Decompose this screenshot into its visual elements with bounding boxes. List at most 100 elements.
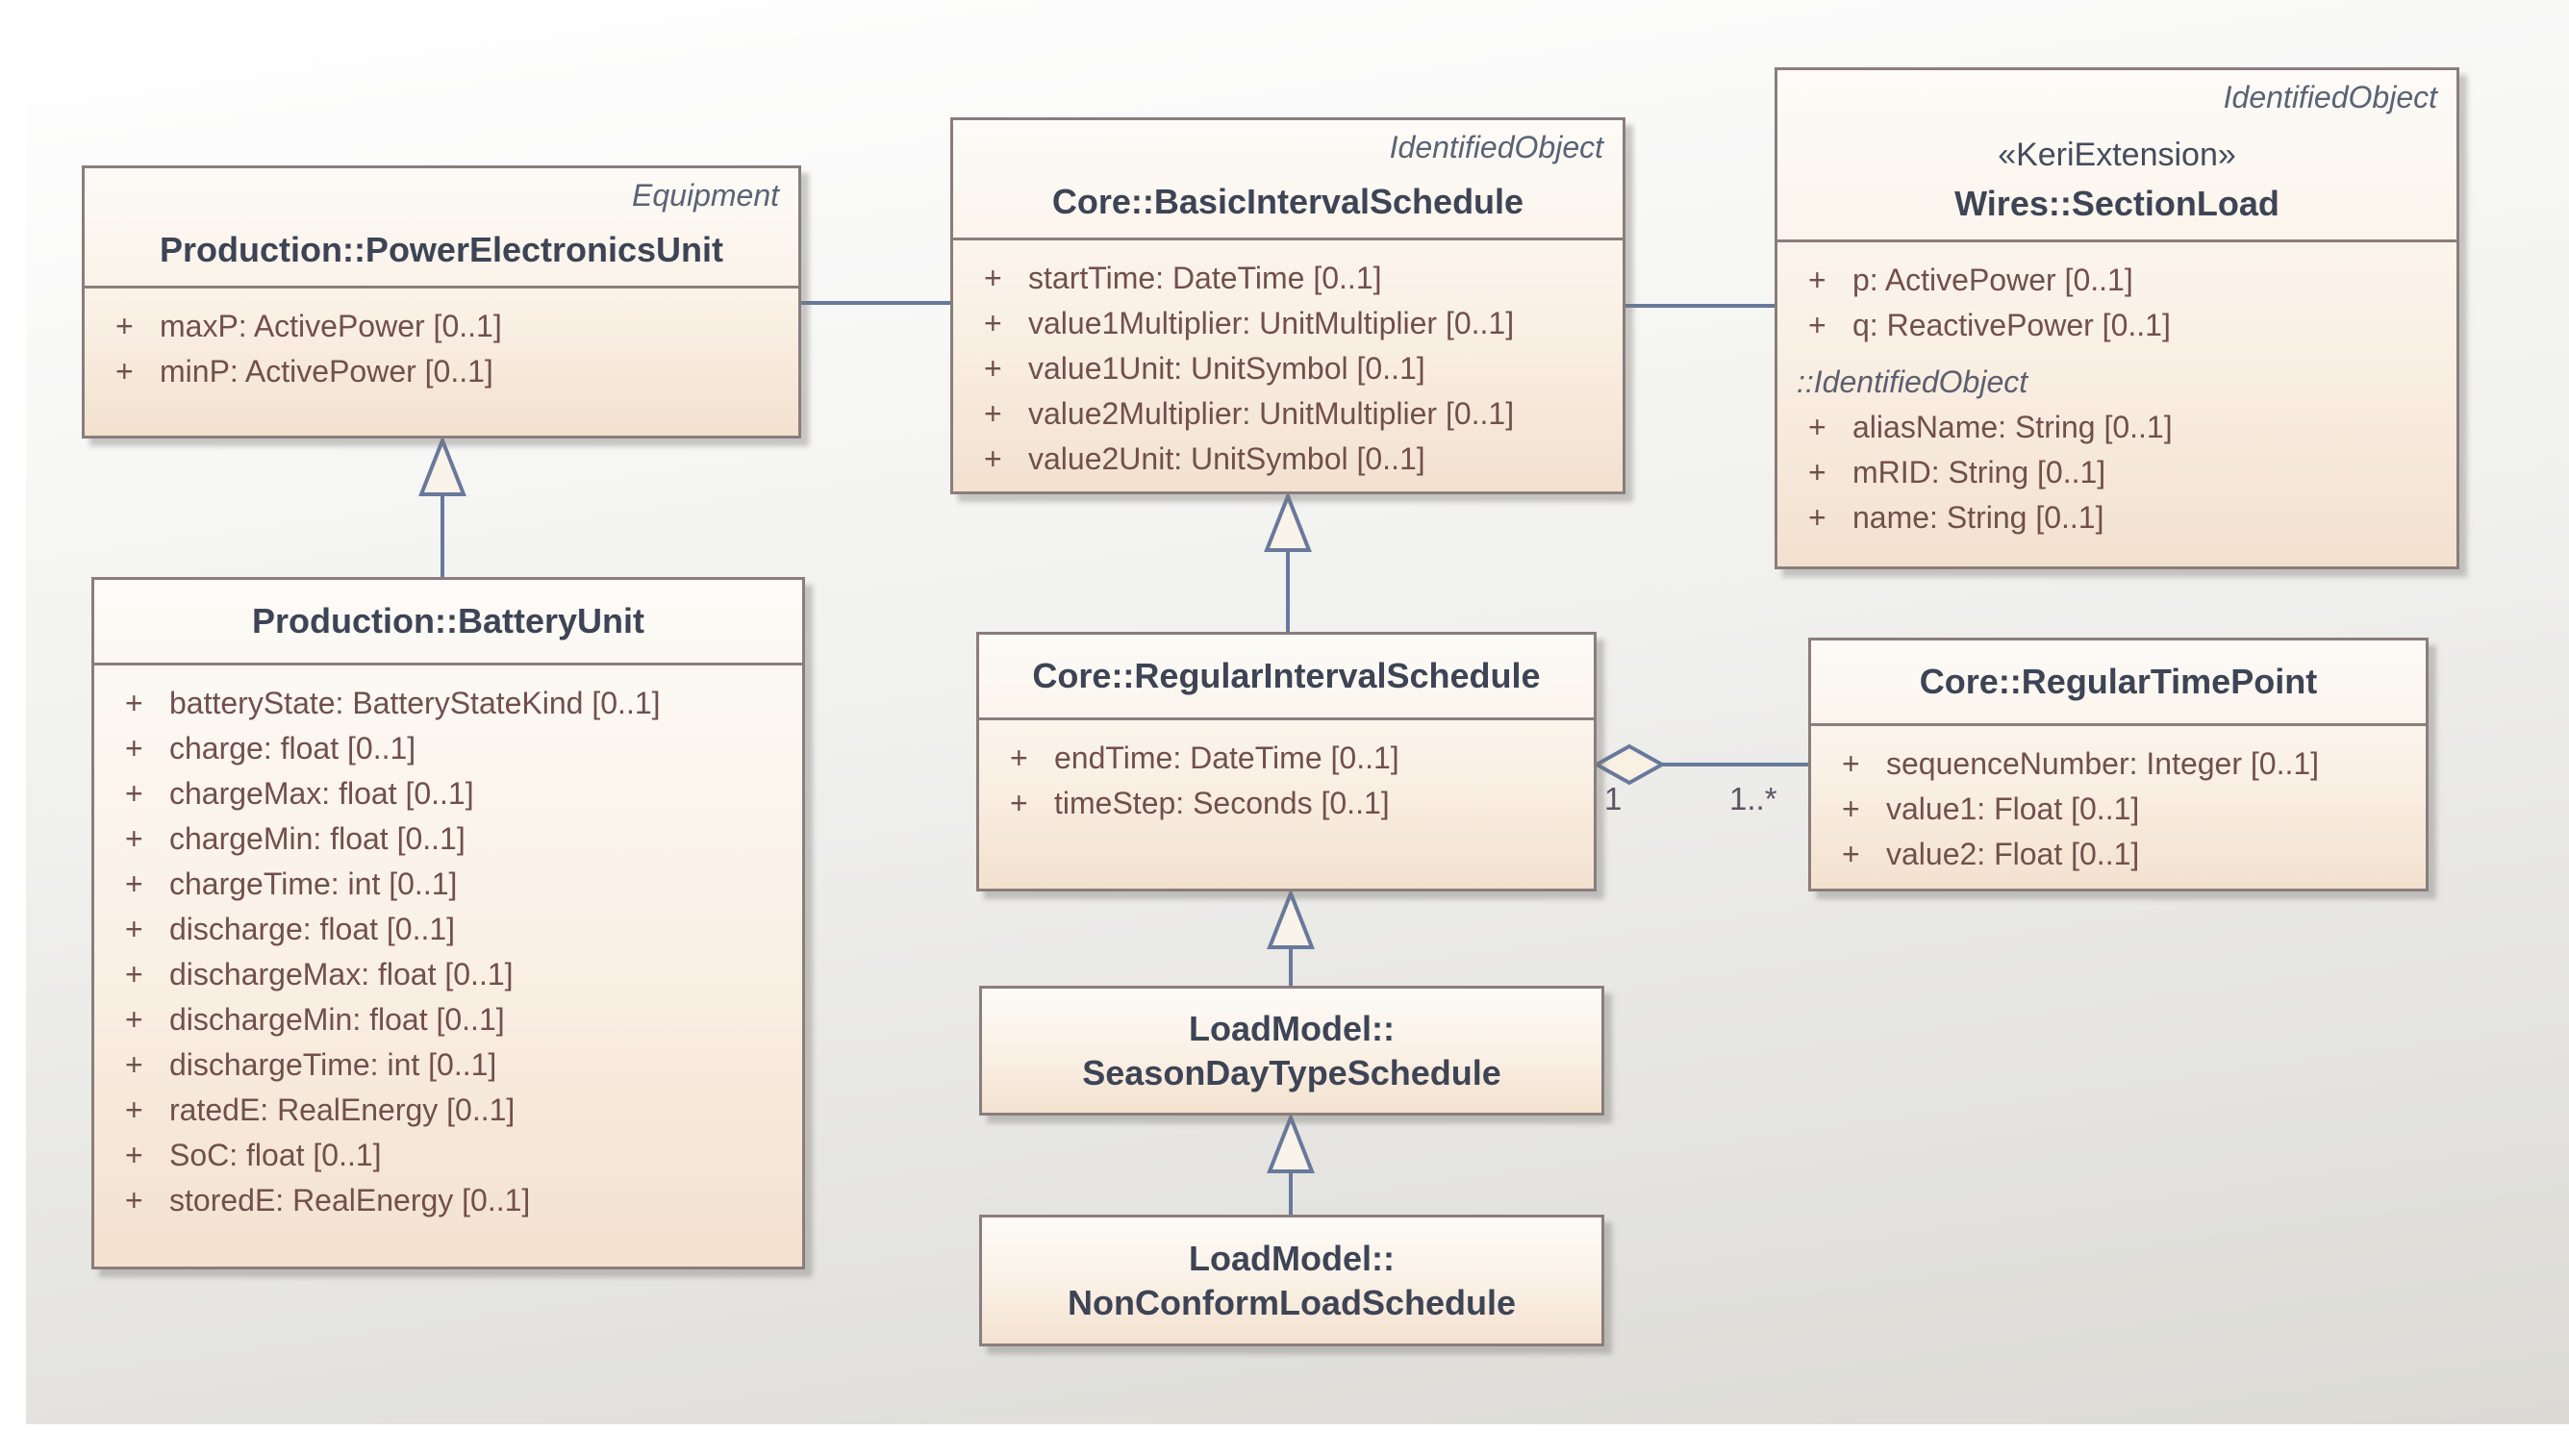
parent-class-label: IdentifiedObject	[2223, 80, 2437, 114]
attribute-text: maxP: ActivePower [0..1]	[160, 309, 502, 343]
class-box-power-electronics-unit[interactable]: Equipment Production::PowerElectronicsUn…	[82, 165, 801, 439]
attribute-text: storedE: RealEnergy [0..1]	[169, 1183, 531, 1218]
attribute-row: + value2Unit: UnitSymbol [0..1]	[970, 437, 1599, 482]
class-title: Wires::SectionLoad	[1954, 184, 2279, 223]
visibility-plus: +	[1808, 410, 1826, 444]
attribute-text: mRID: String [0..1]	[1852, 455, 2106, 490]
attribute-text: minP: ActivePower [0..1]	[160, 354, 493, 389]
inherited-attributes-label: ::IdentifiedObject	[1797, 364, 2028, 399]
visibility-plus: +	[1010, 741, 1028, 775]
visibility-plus: +	[1842, 791, 1860, 826]
attributes-compartment: + batteryState: BatteryStateKind [0..1] …	[94, 665, 802, 1267]
class-title-line1: LoadModel::	[1189, 1008, 1395, 1048]
attribute-row: + SoC: float [0..1]	[112, 1133, 779, 1178]
class-header: IdentifiedObject Core::BasicIntervalSche…	[953, 120, 1623, 238]
attribute-text: name: String [0..1]	[1852, 500, 2104, 535]
class-title: Production::PowerElectronicsUnit	[159, 230, 724, 269]
attribute-row: + storedE: RealEnergy [0..1]	[112, 1178, 779, 1223]
attribute-row: + dischargeMin: float [0..1]	[112, 997, 779, 1042]
attribute-text: sequenceNumber: Integer [0..1]	[1886, 746, 2320, 781]
class-box-non-conform-load-schedule[interactable]: LoadModel:: NonConformLoadSchedule	[979, 1215, 1604, 1346]
attribute-text: value2Unit: UnitSymbol [0..1]	[1028, 441, 1425, 476]
visibility-plus: +	[125, 912, 143, 946]
class-title: Production::BatteryUnit	[252, 601, 644, 640]
visibility-plus: +	[984, 306, 1002, 340]
attribute-text: aliasName: String [0..1]	[1852, 410, 2173, 444]
attribute-row: + name: String [0..1]	[1795, 495, 2433, 540]
attribute-text: SoC: float [0..1]	[169, 1138, 382, 1172]
class-header: Equipment Production::PowerElectronicsUn…	[85, 168, 798, 286]
attribute-row: + chargeMax: float [0..1]	[112, 771, 779, 816]
class-header: IdentifiedObject «KeriExtension» Wires::…	[1777, 70, 2456, 239]
class-header: LoadModel:: SeasonDayTypeSchedule	[982, 1007, 1601, 1095]
attribute-row: + q: ReactivePower [0..1]	[1795, 303, 2433, 348]
attribute-row: + endTime: DateTime [0..1]	[996, 736, 1571, 781]
visibility-plus: +	[1010, 786, 1028, 820]
class-box-regular-interval-schedule[interactable]: Core::RegularIntervalSchedule + endTime:…	[976, 632, 1597, 891]
attribute-text: discharge: float [0..1]	[169, 912, 456, 946]
visibility-plus: +	[125, 731, 143, 766]
visibility-plus: +	[125, 957, 143, 992]
compartment-separator	[1777, 239, 2456, 242]
multiplicity-label-target: 1..*	[1729, 781, 1777, 816]
attribute-text: batteryState: BatteryStateKind [0..1]	[169, 686, 661, 720]
parent-class-label: IdentifiedObject	[1389, 130, 1603, 164]
attribute-row: + value2: Float [0..1]	[1828, 832, 2403, 877]
class-box-regular-time-point[interactable]: Core::RegularTimePoint + sequenceNumber:…	[1808, 638, 2429, 891]
class-title-line2: SeasonDayTypeSchedule	[1082, 1052, 1501, 1092]
attribute-row: + batteryState: BatteryStateKind [0..1]	[112, 681, 779, 726]
attribute-text: p: ActivePower [0..1]	[1852, 263, 2133, 297]
attribute-text: charge: float [0..1]	[169, 731, 416, 766]
attribute-text: dischargeMax: float [0..1]	[169, 957, 514, 992]
visibility-plus: +	[125, 1047, 143, 1082]
compartment-separator	[979, 717, 1594, 720]
class-title: Core::BasicIntervalSchedule	[1051, 182, 1524, 221]
visibility-plus: +	[984, 441, 1002, 476]
attribute-row: + chargeMin: float [0..1]	[112, 816, 779, 862]
attribute-text: value2Multiplier: UnitMultiplier [0..1]	[1028, 396, 1515, 431]
attribute-row: + ratedE: RealEnergy [0..1]	[112, 1088, 779, 1133]
attribute-text: ratedE: RealEnergy [0..1]	[169, 1092, 516, 1127]
attribute-row: + value2Multiplier: UnitMultiplier [0..1…	[970, 391, 1599, 437]
attributes-compartment: + startTime: DateTime [0..1] + value1Mul…	[953, 240, 1623, 491]
attribute-text: q: ReactivePower [0..1]	[1852, 308, 2171, 342]
compartment-separator	[94, 663, 802, 665]
attribute-row: + startTime: DateTime [0..1]	[970, 256, 1599, 301]
visibility-plus: +	[984, 396, 1002, 431]
visibility-plus: +	[1842, 837, 1860, 871]
attribute-text: chargeTime: int [0..1]	[169, 866, 458, 901]
visibility-plus: +	[125, 1183, 143, 1218]
class-title-line1: LoadModel::	[1189, 1238, 1395, 1278]
class-box-basic-interval-schedule[interactable]: IdentifiedObject Core::BasicIntervalSche…	[950, 117, 1625, 494]
attribute-row: + value1Unit: UnitSymbol [0..1]	[970, 346, 1599, 391]
attribute-row: + charge: float [0..1]	[112, 726, 779, 771]
attribute-row: + timeStep: Seconds [0..1]	[996, 781, 1571, 826]
compartment-separator	[953, 238, 1623, 240]
attribute-text: value2: Float [0..1]	[1886, 837, 2140, 871]
attribute-text: dischargeMin: float [0..1]	[169, 1002, 505, 1037]
attribute-row: + discharge: float [0..1]	[112, 907, 779, 952]
attributes-compartment: + p: ActivePower [0..1] + q: ReactivePow…	[1777, 242, 2456, 566]
attribute-row: + value1: Float [0..1]	[1828, 787, 2403, 832]
visibility-plus: +	[115, 354, 134, 389]
visibility-plus: +	[125, 1002, 143, 1037]
class-box-section-load[interactable]: IdentifiedObject «KeriExtension» Wires::…	[1775, 67, 2459, 569]
visibility-plus: +	[125, 1138, 143, 1172]
attribute-row: + dischargeMax: float [0..1]	[112, 952, 779, 997]
visibility-plus: +	[1808, 500, 1826, 535]
attribute-row: + dischargeTime: int [0..1]	[112, 1042, 779, 1088]
attribute-row: + aliasName: String [0..1]	[1795, 405, 2433, 450]
visibility-plus: +	[1808, 263, 1826, 297]
class-box-battery-unit[interactable]: Production::BatteryUnit + batteryState: …	[91, 577, 805, 1269]
attributes-compartment: + maxP: ActivePower [0..1] + minP: Activ…	[85, 289, 798, 436]
attributes-compartment: + endTime: DateTime [0..1] + timeStep: S…	[979, 720, 1594, 889]
visibility-plus: +	[125, 1092, 143, 1127]
attribute-text: chargeMin: float [0..1]	[169, 821, 466, 856]
attribute-row: + mRID: String [0..1]	[1795, 450, 2433, 495]
visibility-plus: +	[1842, 746, 1860, 781]
attribute-row: + p: ActivePower [0..1]	[1795, 258, 2433, 303]
visibility-plus: +	[1808, 308, 1826, 342]
class-box-season-day-type-schedule[interactable]: LoadModel:: SeasonDayTypeSchedule	[979, 986, 1604, 1116]
class-header: Core::RegularIntervalSchedule	[979, 635, 1594, 717]
